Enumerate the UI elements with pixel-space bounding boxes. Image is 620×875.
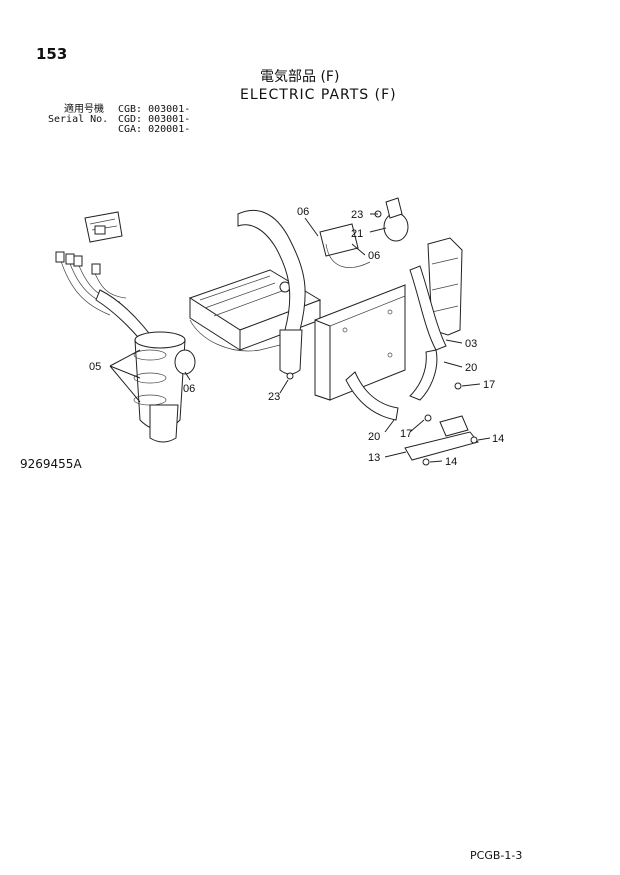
top-relay-drawing [319, 223, 371, 268]
leader-lines [109, 213, 491, 463]
serial-range-cgb: CGB: 003001- [118, 104, 191, 115]
right-harness-drawing [345, 237, 463, 421]
bottom-bracket-drawing [286, 372, 479, 466]
callout-21: 21 [351, 228, 363, 240]
callout-13: 13 [368, 452, 380, 464]
horn-drawing [374, 197, 409, 242]
serial-label-jp: 適用号機 [64, 104, 104, 115]
page-number: 153 [36, 45, 68, 63]
callout-20-right: 20 [465, 362, 477, 374]
callout-17-bottom: 17 [400, 428, 412, 440]
callout-03: 03 [465, 338, 477, 350]
callout-23-top: 23 [351, 209, 363, 221]
callout-23-bottom: 23 [268, 391, 280, 403]
callout-labels: 06 23 21 06 05 06 03 20 17 23 20 17 14 1… [89, 206, 504, 468]
figure-id: 9269455A [20, 457, 82, 471]
page-title-jp: 電気部品 (F) [260, 69, 340, 85]
callout-06-top: 06 [297, 206, 309, 218]
callout-14-right: 14 [492, 433, 504, 445]
callout-20-bottom: 20 [368, 431, 380, 443]
sheet-reference: PCGB-1-3 [470, 849, 523, 862]
connector-detail-drawing [84, 211, 123, 243]
serial-label-en: Serial No. [48, 114, 109, 125]
callout-05: 05 [89, 361, 101, 373]
serial-range-cgd: CGD: 003001- [118, 114, 191, 125]
callout-06-right: 06 [368, 250, 380, 262]
center-panel-drawing [314, 284, 406, 401]
callout-17-right: 17 [483, 379, 495, 391]
left-tube-clamp-drawing [133, 331, 196, 443]
callout-06-left: 06 [183, 383, 195, 395]
page-title-en: ELECTRIC PARTS (F) [240, 87, 397, 103]
serial-range-cga: CGA: 020001- [118, 124, 191, 135]
callout-14-bottom: 14 [445, 456, 457, 468]
